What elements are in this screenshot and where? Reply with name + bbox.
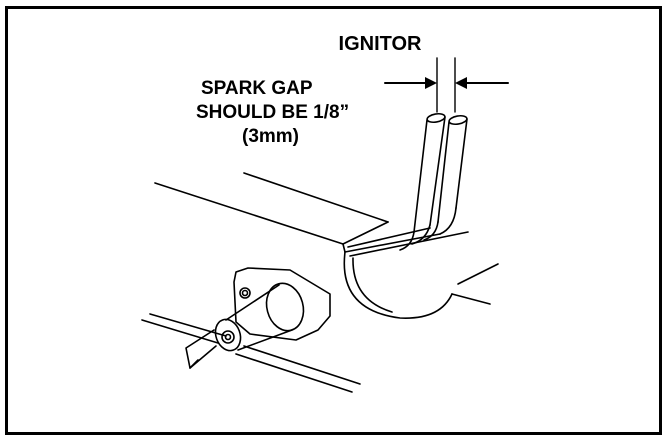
spark-gap-line-2: SHOULD BE 1/8” — [196, 102, 350, 123]
diagram-frame — [5, 6, 662, 435]
ignitor-rods — [399, 112, 468, 251]
ignitor-label: IGNITOR — [338, 33, 422, 55]
spark-gap-dimension — [384, 57, 509, 113]
burner-tube — [141, 313, 361, 393]
orifice-assembly — [185, 267, 331, 369]
spark-gap-line-3: (3mm) — [242, 126, 300, 147]
spark-gap-line-1: SPARK GAP — [201, 78, 313, 99]
spark-gap-note: SPARK GAP SHOULD BE 1/8” (3mm) — [175, 77, 415, 149]
burner-tray — [154, 172, 499, 319]
